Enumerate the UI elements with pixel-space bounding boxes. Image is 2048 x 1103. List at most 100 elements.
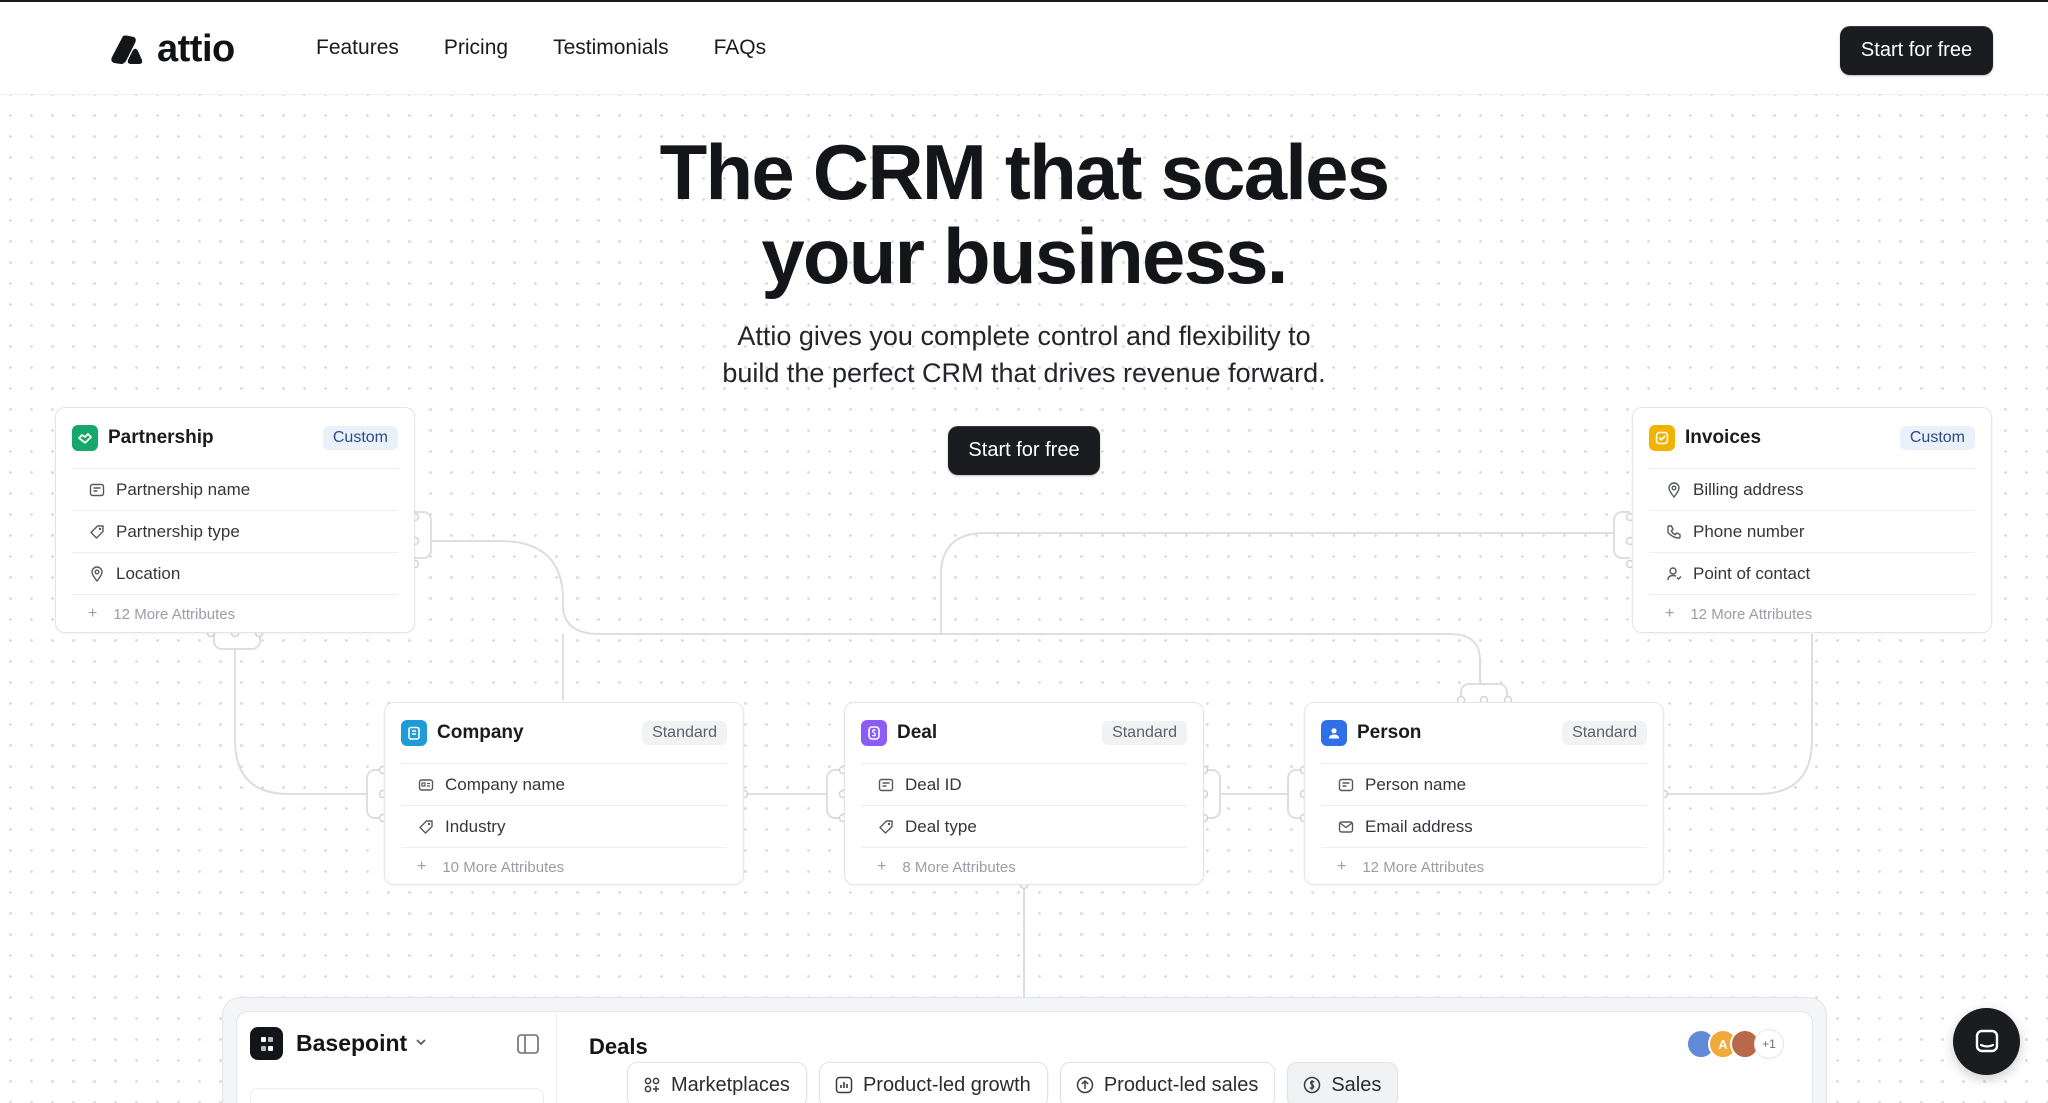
partnership-icon	[72, 425, 98, 451]
attribute-row[interactable]: Point of contact	[1649, 553, 1975, 595]
nav-link-faqs[interactable]: FAQs	[713, 36, 767, 59]
basepoint-logo-icon	[250, 1027, 283, 1060]
invoices-icon	[1649, 425, 1675, 451]
grid-icon	[644, 1077, 660, 1093]
attribute-label: Email address	[1365, 816, 1473, 836]
view-tabs: Marketplaces Product-led growth Product-…	[627, 1062, 1399, 1103]
text-field-icon	[878, 778, 894, 791]
card-title: Invoices	[1685, 427, 1762, 448]
attribute-row[interactable]: Location	[72, 553, 398, 595]
attribute-row[interactable]: Phone number	[1649, 511, 1975, 553]
object-type-badge: Custom	[1899, 426, 1975, 450]
attribute-label: Industry	[445, 816, 506, 836]
card-title: Company	[437, 722, 524, 743]
tab-product-led-growth[interactable]: Product-led growth	[818, 1062, 1048, 1103]
object-type-badge: Standard	[1562, 721, 1647, 745]
person-contact-icon	[1667, 566, 1682, 580]
attribute-row[interactable]: Industry	[401, 806, 727, 848]
person-icon	[1321, 720, 1347, 746]
arrow-up-circle-icon	[1076, 1076, 1094, 1094]
tag-icon	[419, 819, 433, 834]
attribute-row[interactable]: Billing address	[1649, 469, 1975, 511]
object-type-badge: Custom	[322, 426, 398, 450]
phone-icon	[1667, 524, 1681, 539]
nav-link-pricing[interactable]: Pricing	[443, 36, 509, 59]
chevron-down-icon[interactable]	[413, 1034, 429, 1050]
attio-logo[interactable]: attio	[109, 28, 235, 71]
more-attributes-label: 12 More Attributes	[1690, 605, 1813, 623]
tag-icon	[879, 819, 893, 834]
company-icon	[401, 720, 427, 746]
workspace-name[interactable]: Basepoint	[296, 1030, 408, 1056]
more-attributes-label: 10 More Attributes	[442, 858, 565, 876]
object-card-invoices[interactable]: Invoices Custom Billing address Phone nu…	[1632, 407, 1992, 633]
tab-product-led-sales[interactable]: Product-led sales	[1059, 1062, 1276, 1103]
nav-link-testimonials[interactable]: Testimonials	[553, 36, 669, 59]
attribute-row[interactable]: Deal ID	[861, 764, 1187, 806]
more-attributes-link[interactable]: + 10 More Attributes	[385, 848, 743, 886]
tab-sales[interactable]: Sales	[1287, 1062, 1399, 1103]
attribute-row[interactable]: Email address	[1321, 806, 1647, 848]
attribute-row[interactable]: Company name	[401, 764, 727, 806]
deal-icon	[861, 720, 887, 746]
attribute-row[interactable]: Deal type	[861, 806, 1187, 848]
object-card-company[interactable]: Company Standard Company name Industry +…	[384, 702, 744, 885]
attribute-label: Partnership name	[116, 479, 251, 499]
collaborator-avatars[interactable]: A +1	[1686, 1029, 1784, 1059]
tab-label: Product-led growth	[862, 1073, 1031, 1096]
text-field-icon	[1338, 778, 1354, 791]
more-attributes-link[interactable]: + 12 More Attributes	[1633, 595, 1991, 633]
attribute-row[interactable]: Partnership name	[72, 469, 398, 511]
card-title: Deal	[897, 722, 938, 743]
logo-text: attio	[157, 28, 235, 70]
hero-subtitle-line-1: Attio gives you complete control and fle…	[737, 321, 1311, 351]
tab-label: Marketplaces	[671, 1073, 790, 1096]
attribute-label: Partnership type	[116, 521, 240, 541]
object-card-deal[interactable]: Deal Standard Deal ID Deal type + 8 More…	[844, 702, 1204, 885]
main-nav: Features Pricing Testimonials FAQs	[316, 36, 766, 60]
plus-icon: +	[88, 605, 98, 622]
card-title: Person	[1357, 722, 1422, 743]
attribute-label: Person name	[1365, 774, 1467, 794]
card-title: Partnership	[108, 427, 214, 448]
attribute-row[interactable]: Person name	[1321, 764, 1647, 806]
plus-icon: +	[877, 858, 887, 875]
dollar-circle-icon	[1304, 1076, 1321, 1094]
hero-title-line-2: your business.	[761, 212, 1288, 300]
avatar-overflow-count: +1	[1754, 1029, 1784, 1059]
text-field-icon	[89, 483, 105, 496]
id-card-icon	[418, 778, 434, 791]
more-attributes-link[interactable]: + 12 More Attributes	[56, 595, 414, 633]
more-attributes-link[interactable]: + 8 More Attributes	[845, 848, 1203, 886]
app-sidebar: Basepoint	[237, 1012, 557, 1103]
envelope-icon	[1338, 820, 1354, 833]
attribute-label: Company name	[445, 774, 566, 794]
chat-icon	[1975, 1029, 1998, 1052]
attribute-label: Phone number	[1693, 521, 1805, 541]
sidebar-toggle-icon[interactable]	[516, 1033, 540, 1055]
more-attributes-label: 12 More Attributes	[1362, 858, 1485, 876]
hero-title: The CRM that scales your business.	[524, 130, 1524, 298]
chat-launcher-button[interactable]	[1953, 1008, 2020, 1075]
hero-start-for-free-button[interactable]: Start for free	[948, 426, 1100, 475]
attribute-label: Point of contact	[1693, 563, 1811, 583]
attio-logo-mark-icon	[111, 35, 143, 64]
tab-marketplaces[interactable]: Marketplaces	[627, 1062, 807, 1103]
start-for-free-button[interactable]: Start for free	[1840, 26, 1993, 75]
attribute-row[interactable]: Partnership type	[72, 511, 398, 553]
tab-label: Product-led sales	[1103, 1073, 1259, 1096]
plus-icon: +	[1665, 605, 1675, 622]
object-card-person[interactable]: Person Standard Person name Email addres…	[1304, 702, 1664, 885]
more-attributes-link[interactable]: + 12 More Attributes	[1305, 848, 1663, 886]
hero-title-line-1: The CRM that scales	[659, 128, 1390, 216]
attribute-label: Deal ID	[905, 774, 962, 794]
attribute-label: Deal type	[905, 816, 977, 836]
attribute-label: Billing address	[1693, 479, 1804, 499]
page-title: Deals	[589, 1034, 648, 1059]
object-card-partnership[interactable]: Partnership Custom Partnership name Part…	[55, 407, 415, 633]
tag-icon	[90, 524, 104, 539]
bar-chart-icon	[835, 1076, 853, 1094]
nav-link-features[interactable]: Features	[316, 36, 399, 59]
sidebar-search[interactable]	[250, 1088, 544, 1103]
